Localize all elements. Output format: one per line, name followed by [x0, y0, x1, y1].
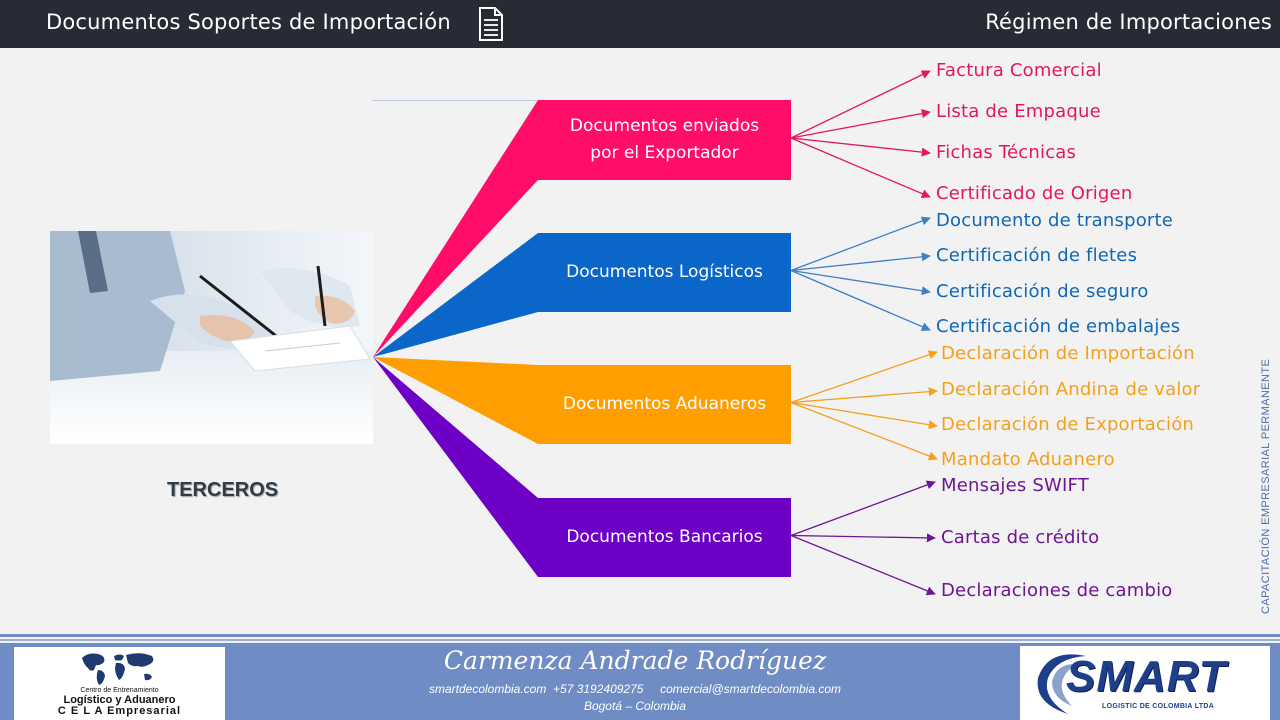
leaf-item: Documento de transporte [936, 210, 1174, 231]
category-box-bancarios: Documentos Bancarios [538, 498, 791, 577]
section-title: Régimen de Importaciones [985, 10, 1272, 34]
connector-arrow [790, 216, 931, 272]
signature: Carmenza Andrade Rodríguez [443, 646, 827, 675]
divider-line [372, 100, 537, 101]
document-icon [479, 7, 503, 41]
smart-logo: SMART LOGISTIC DE COLOMBIA LTDA [1020, 646, 1270, 720]
category-box-exportador: Documentos enviados por el Exportador [538, 100, 791, 180]
leaf-item: Declaraciones de cambio [941, 580, 1173, 601]
connector-layer [373, 70, 938, 596]
connector-arrow [790, 137, 931, 198]
leaf-item: Cartas de crédito [941, 527, 1100, 548]
connector-arrow [790, 387, 938, 404]
leaf-item: Mandato Aduanero [941, 449, 1115, 470]
leaf-item: Certificación de embalajes [936, 316, 1181, 337]
logo-line: Centro de Entrenamiento [80, 687, 159, 694]
leaf-item: Declaración de Importación [941, 343, 1195, 364]
city-text: Bogotá – Colombia [583, 699, 687, 713]
leaf-item: Certificado de Origen [936, 183, 1133, 204]
leaf-item: Lista de Empaque [936, 101, 1101, 122]
connector-arrow [790, 109, 931, 139]
connector-wedge [373, 233, 538, 357]
connector-arrow [790, 401, 938, 430]
page-title: Documentos Soportes de Importación [46, 10, 451, 34]
leaf-item: Declaración de Exportación [941, 414, 1195, 435]
connector-arrow [790, 252, 931, 272]
footer-rule [0, 639, 1280, 641]
leaf-item: Declaración Andina de valor [941, 379, 1201, 400]
connector-wedge [373, 357, 538, 577]
logo-line: C E L A Empresarial [57, 705, 182, 717]
root-label: TERCEROS [167, 479, 279, 501]
category-box-aduaneros: Documentos Aduaneros [538, 365, 791, 444]
leaf-item: Certificación de seguro [936, 281, 1149, 302]
contact-info: smartdecolombia.com +57 3192409275 comer… [428, 682, 842, 696]
connector-wedge [373, 357, 538, 444]
category-label-line: por el Exportador [590, 143, 739, 163]
connector-arrow [790, 70, 931, 139]
header-bar: Documentos Soportes de Importación Régim… [0, 0, 1280, 48]
business-handshake-photo [50, 231, 373, 444]
category-label-line: Documentos Logísticos [566, 262, 763, 282]
side-caption: CAPACITACIÓN EMPRESARIAL PERMANENTE [1260, 358, 1272, 614]
world-map-icon [82, 653, 154, 685]
category-label-line: Documentos Bancarios [566, 527, 763, 547]
connector-arrow [790, 401, 938, 461]
category-box-logisticos: Documentos Logísticos [538, 233, 791, 312]
smart-swoosh-icon [1037, 654, 1086, 714]
category-label-line: Documentos enviados [569, 116, 760, 136]
connector-arrow [790, 533, 936, 543]
footer-rule [0, 634, 1280, 637]
leaf-item: Certificación de fletes [936, 245, 1138, 266]
smart-subtitle: LOGISTIC DE COLOMBIA LTDA [1102, 703, 1215, 710]
leaf-item: Mensajes SWIFT [941, 475, 1089, 496]
connector-arrow [790, 534, 936, 596]
connector-arrow [790, 269, 931, 331]
connector-arrow [790, 269, 931, 296]
connector-arrow [790, 480, 936, 537]
cela-logo: Centro de Entrenamiento Logístico y Adua… [14, 647, 225, 720]
logo-line: Logístico y Aduanero [63, 694, 176, 706]
leaf-item: Factura Comercial [936, 60, 1102, 81]
connector-wedge [373, 100, 538, 357]
connector-arrow [790, 137, 931, 157]
leaf-item: Fichas Técnicas [936, 142, 1077, 163]
smart-brand: SMART [1066, 652, 1227, 701]
connector-arrow [790, 350, 938, 404]
category-label-line: Documentos Aduaneros [562, 394, 767, 414]
